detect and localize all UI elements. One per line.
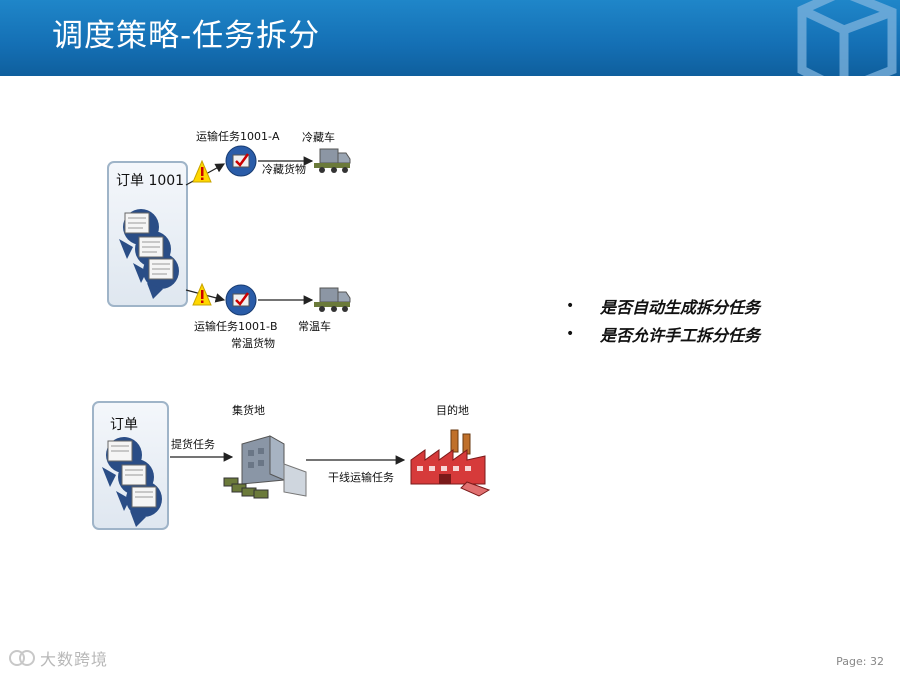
task-b-cargo: 常温货物 [231,337,275,351]
warehouse-icon [222,434,310,504]
warning-icon [192,283,212,307]
task-a-cargo: 冷藏货物 [262,163,306,177]
pickup-task-label: 提货任务 [171,438,215,452]
reefer-truck-icon [312,145,352,175]
bullet-item: • 是否自动生成拆分任务 [566,292,760,320]
bullet-list: • 是否自动生成拆分任务 • 是否允许手工拆分任务 [566,292,760,348]
watermark-icon [8,647,36,669]
bullet-dot: • [566,326,600,342]
bullet-text: 是否允许手工拆分任务 [600,322,760,346]
destination-label: 目的地 [436,404,469,418]
page-number: Page: 32 [836,655,884,668]
watermark-logo: 大数跨境 [8,646,108,670]
hub-label: 集货地 [232,404,265,418]
order-label: 订单 [110,414,138,434]
regular-truck-icon [312,284,352,314]
order-documents-icon [96,431,166,527]
task-b-vehicle: 常温车 [298,320,331,334]
bullet-text: 是否自动生成拆分任务 [600,294,760,318]
bullet-dot: • [566,298,600,314]
task-b-icon [224,284,258,316]
bullet-item: • 是否允许手工拆分任务 [566,320,760,348]
watermark-text: 大数跨境 [40,646,108,670]
factory-icon [405,426,497,498]
task-a-icon [224,145,258,177]
warning-icon [192,160,212,184]
linehaul-task-label: 干线运输任务 [328,471,394,485]
task-a-vehicle: 冷藏车 [302,131,335,145]
task-b-name: 运输任务1001-B [194,320,278,334]
task-a-name: 运输任务1001-A [196,130,280,144]
